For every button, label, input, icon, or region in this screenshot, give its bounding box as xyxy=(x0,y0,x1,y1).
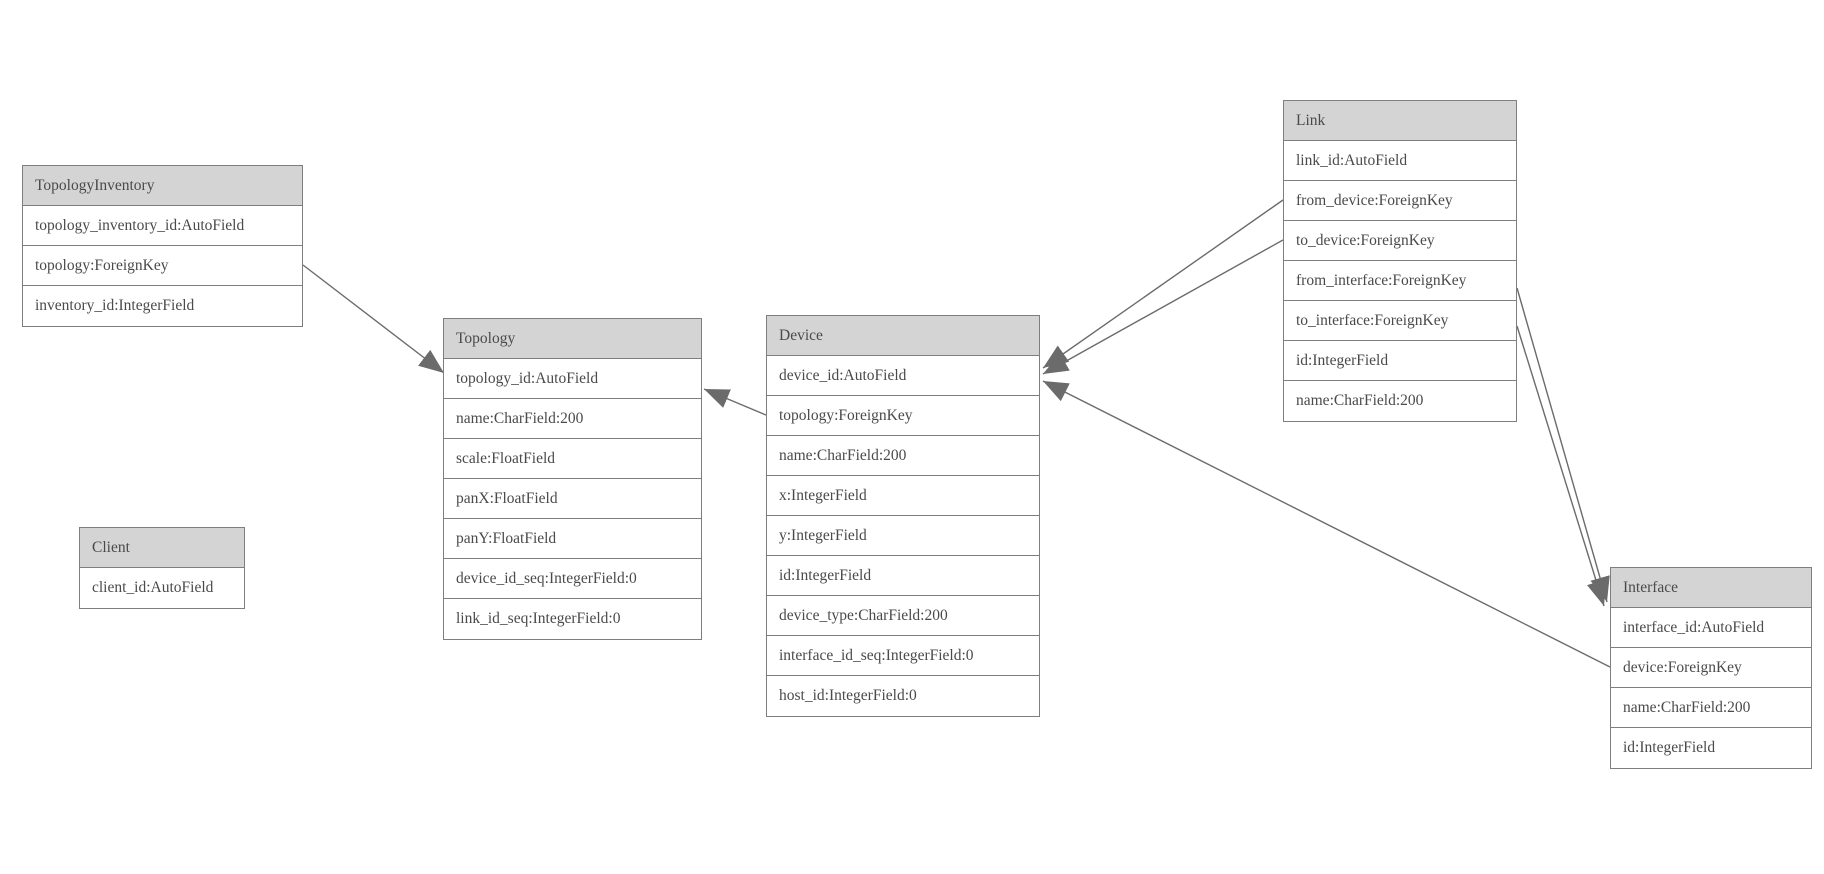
entity-field-row: device_id:AutoField xyxy=(767,356,1039,396)
entity-field-row: device_type:CharField:200 xyxy=(767,596,1039,636)
entity-field-row: name:CharField:200 xyxy=(444,399,701,439)
entity-field-row: panY:FloatField xyxy=(444,519,701,559)
entity-field-row: name:CharField:200 xyxy=(1284,381,1516,421)
entity-field-row: device_id_seq:IntegerField:0 xyxy=(444,559,701,599)
edge-topologyinventory-topology xyxy=(302,264,445,374)
entity-field-row: id:IntegerField xyxy=(1611,728,1811,768)
entity-topology-header: Topology xyxy=(444,319,701,359)
entity-link-header: Link xyxy=(1284,101,1516,141)
entity-topologyinventory: TopologyInventory topology_inventory_id:… xyxy=(22,165,303,327)
entity-client-header: Client xyxy=(80,528,244,568)
entity-field-row: scale:FloatField xyxy=(444,439,701,479)
entity-field-row: name:CharField:200 xyxy=(1611,688,1811,728)
entity-field-row: topology:ForeignKey xyxy=(23,246,302,286)
entity-field-row: client_id:AutoField xyxy=(80,568,244,608)
entity-device: Device device_id:AutoField topology:Fore… xyxy=(766,315,1040,717)
edge-link-fromdevice-device xyxy=(1042,199,1284,369)
entity-field-row: id:IntegerField xyxy=(767,556,1039,596)
entity-field-row: link_id_seq:IntegerField:0 xyxy=(444,599,701,639)
entity-link: Link link_id:AutoField from_device:Forei… xyxy=(1283,100,1517,422)
entity-topology: Topology topology_id:AutoField name:Char… xyxy=(443,318,702,640)
entity-field-row: name:CharField:200 xyxy=(767,436,1039,476)
entity-interface: Interface interface_id:AutoField device:… xyxy=(1610,567,1812,769)
entity-field-row: topology_inventory_id:AutoField xyxy=(23,206,302,246)
entity-field-row: id:IntegerField xyxy=(1284,341,1516,381)
entity-field-row: link_id:AutoField xyxy=(1284,141,1516,181)
entity-field-row: topology_id:AutoField xyxy=(444,359,701,399)
entity-field-row: to_device:ForeignKey xyxy=(1284,221,1516,261)
edge-link-todevice-device xyxy=(1042,239,1284,375)
entity-field-row: panX:FloatField xyxy=(444,479,701,519)
entity-field-row: interface_id:AutoField xyxy=(1611,608,1811,648)
entity-field-row: topology:ForeignKey xyxy=(767,396,1039,436)
entity-interface-header: Interface xyxy=(1611,568,1811,608)
entity-field-row: y:IntegerField xyxy=(767,516,1039,556)
edge-device-topology xyxy=(703,388,767,416)
entity-field-row: x:IntegerField xyxy=(767,476,1039,516)
entity-field-row: interface_id_seq:IntegerField:0 xyxy=(767,636,1039,676)
edge-link-tointerface-interface xyxy=(1516,325,1607,607)
entity-client: Client client_id:AutoField xyxy=(79,527,245,609)
entity-field-row: from_device:ForeignKey xyxy=(1284,181,1516,221)
entity-topologyinventory-header: TopologyInventory xyxy=(23,166,302,206)
entity-field-row: to_interface:ForeignKey xyxy=(1284,301,1516,341)
edge-link-frominterface-interface xyxy=(1516,287,1610,603)
entity-device-header: Device xyxy=(767,316,1039,356)
entity-field-row: from_interface:ForeignKey xyxy=(1284,261,1516,301)
edge-interface-device xyxy=(1042,380,1611,668)
entity-field-row: device:ForeignKey xyxy=(1611,648,1811,688)
entity-field-row: inventory_id:IntegerField xyxy=(23,286,302,326)
entity-field-row: host_id:IntegerField:0 xyxy=(767,676,1039,716)
